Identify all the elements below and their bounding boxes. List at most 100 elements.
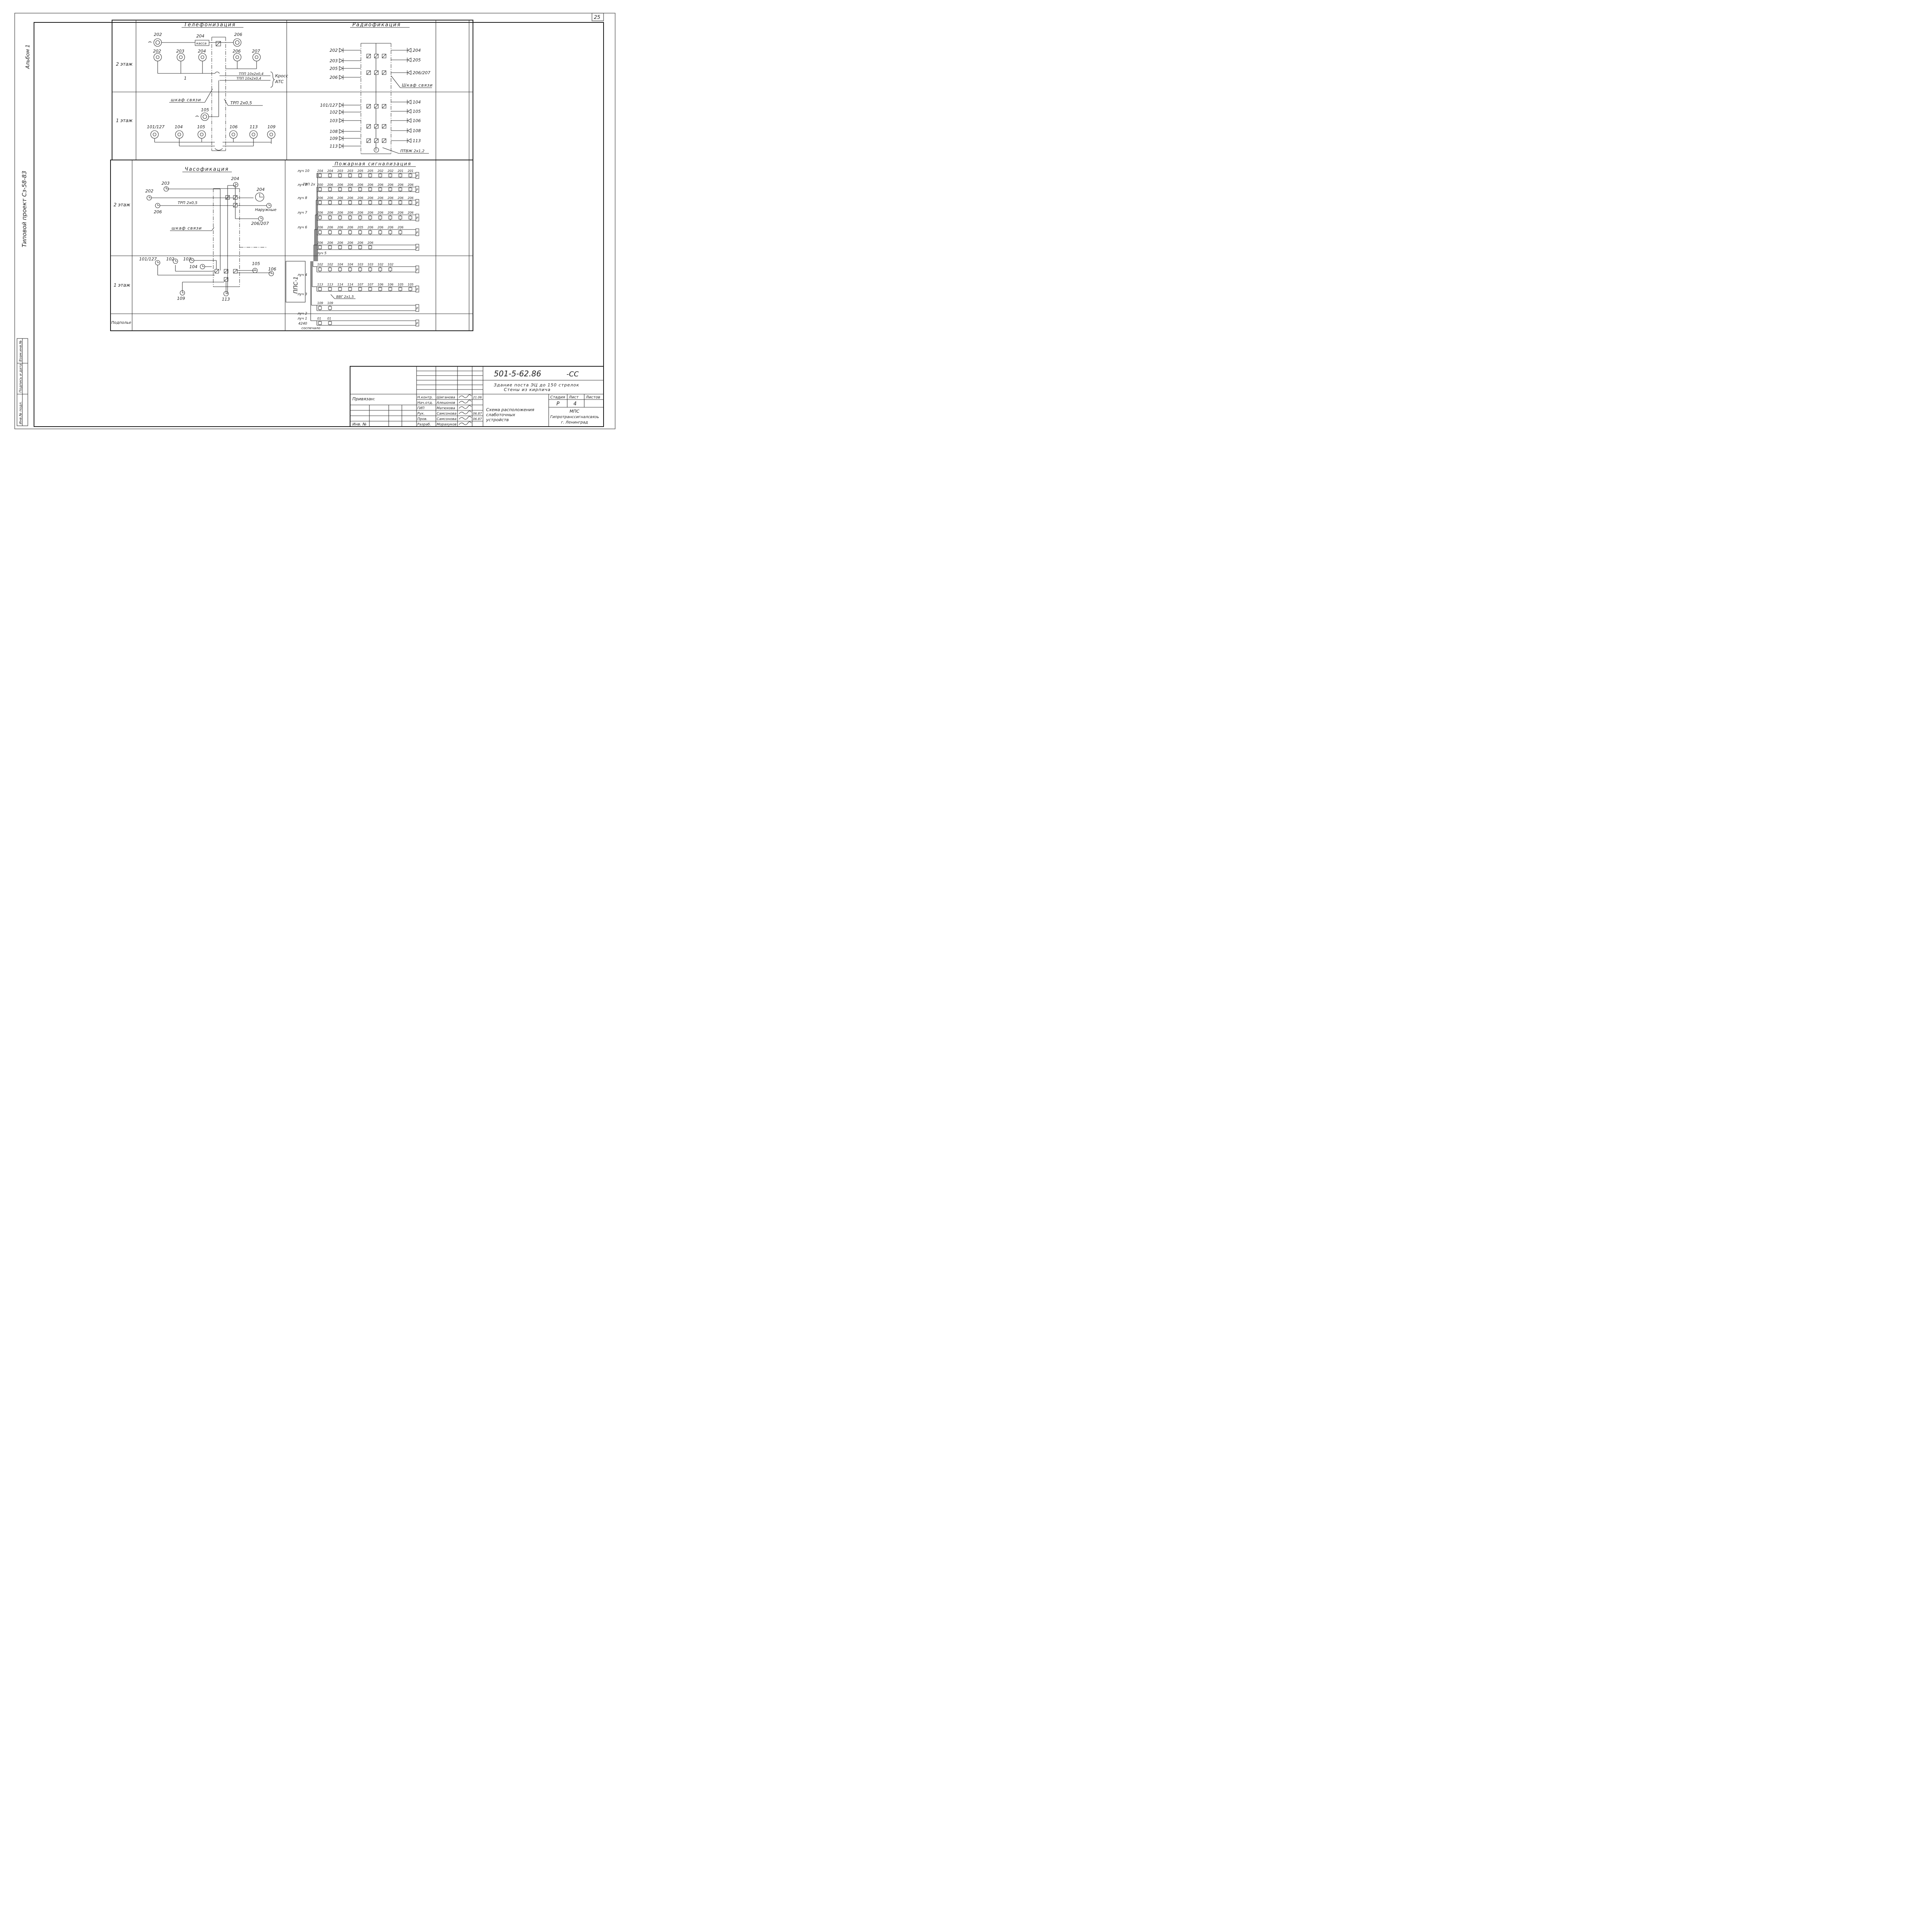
speaker-icon	[339, 136, 344, 141]
ats-label: АТС	[275, 79, 284, 84]
clock-206: 206	[154, 209, 162, 214]
fire-detector-room: 206	[337, 183, 343, 187]
sheet-number-box	[592, 13, 604, 21]
fire-detector-room: 206	[378, 226, 383, 229]
row-label-basement: Подполье	[111, 321, 131, 325]
fire-detector-room: 206	[408, 196, 413, 200]
fire-detector-room: 206	[337, 241, 343, 245]
speaker-icon	[407, 100, 412, 104]
radio-speaker-205: 205	[413, 58, 421, 63]
end-resistor	[415, 199, 419, 206]
tel-trp-label: ТРП 2х0,5	[230, 100, 252, 105]
radio-speaker-113: 113	[330, 144, 338, 149]
fire-detector	[328, 230, 332, 234]
tb-name: Алешонов	[436, 401, 455, 405]
fire-detector	[368, 201, 372, 204]
fire-detector-room: 206	[398, 196, 403, 200]
clock-icon	[146, 195, 152, 201]
tel-top-206: 206	[234, 32, 242, 37]
tb-role: Н.контр.	[417, 396, 433, 400]
fire-detector	[408, 201, 412, 204]
kassa-box	[195, 40, 209, 46]
clock-icon	[173, 259, 178, 264]
fire-detector	[338, 230, 342, 234]
speaker-icon	[339, 129, 344, 134]
fire-detector	[408, 287, 412, 291]
fire-detector	[328, 216, 332, 219]
fire-detector	[388, 287, 392, 291]
fire-detector	[318, 201, 322, 204]
org-line1: МПС	[570, 409, 580, 414]
tel-f1-109: 109	[267, 124, 276, 129]
fire-detector-room: 206	[317, 211, 323, 214]
end-resistor	[415, 228, 419, 236]
speaker-icon	[339, 144, 344, 148]
phone-socket	[153, 38, 162, 47]
fire-detector	[318, 187, 322, 191]
clock-104: 104	[189, 264, 197, 269]
clock-junctions-floor1	[214, 269, 238, 282]
svg-text:P: P	[416, 216, 418, 220]
tel-top-202: 202	[154, 32, 162, 37]
fire-detector	[398, 201, 402, 204]
fire-detector-room: 206	[347, 241, 353, 245]
fire-detector	[338, 245, 342, 249]
tel-riser-105: 105	[201, 107, 209, 112]
fire-loop-label: луч 8	[297, 196, 307, 200]
clock-icon	[269, 271, 274, 276]
fire-detector	[318, 306, 322, 310]
fire-detector-room: 206	[408, 183, 413, 187]
radio-speaker-205: 205	[330, 66, 338, 71]
kross-label: Кросс	[275, 73, 288, 78]
fire-detector-room: 206	[347, 226, 353, 229]
fire-detector	[328, 321, 332, 325]
fire-detector	[378, 201, 382, 204]
fire-trp-label: ТРП 2х	[303, 183, 315, 187]
clock-icon	[252, 268, 258, 273]
radio-speaker-203: 203	[330, 58, 338, 63]
tel-f1-101: 101/127	[147, 124, 165, 129]
radio-speaker-204: 204	[413, 48, 421, 53]
fire-detector	[348, 267, 352, 271]
end-resistor	[415, 320, 419, 327]
fire-extras: ВВГ 2х1,5 ТРП 2х 4240 соспечало	[298, 183, 355, 330]
fire-detector	[328, 201, 332, 204]
sheet-title-line3: устройств	[486, 417, 509, 422]
clock-101-127: 101/127	[139, 257, 157, 262]
clock-icon	[258, 216, 264, 221]
radio-speaker-113: 113	[413, 138, 421, 143]
fire-detector	[358, 230, 362, 234]
fire-detector-room: 206	[378, 196, 383, 200]
fire-detector-room: 103	[357, 263, 363, 266]
fire-detector	[398, 173, 402, 177]
clock-icon	[180, 290, 185, 296]
radio-speaker-206/207: 206/207	[413, 70, 430, 75]
radio-speaker-103: 103	[330, 118, 338, 123]
speaker-icon	[339, 118, 344, 123]
fire-detector	[328, 287, 332, 291]
fire-detector-room: 206	[367, 241, 373, 245]
fire-detector	[388, 173, 392, 177]
fire-detector-room: 206	[367, 226, 373, 229]
row-label-floor1-top: 1 этаж	[116, 118, 133, 123]
fire-detector	[318, 287, 322, 291]
fire-detector	[378, 173, 382, 177]
clocks-cabinet: шкаф связи	[172, 226, 202, 231]
fire-detector	[388, 201, 392, 204]
fire-detector-room: 206	[398, 183, 403, 187]
stage-label: Стадия	[550, 395, 565, 400]
signature	[459, 394, 472, 398]
clock-105: 105	[252, 261, 260, 266]
fire-detector	[328, 267, 332, 271]
end-resistor	[415, 186, 419, 193]
fire-detector-room: 206	[347, 183, 353, 187]
clock-103: 103	[183, 257, 191, 262]
fire-detector-room: 206	[337, 196, 343, 200]
main-table	[110, 20, 473, 331]
fire-detector	[378, 216, 382, 219]
